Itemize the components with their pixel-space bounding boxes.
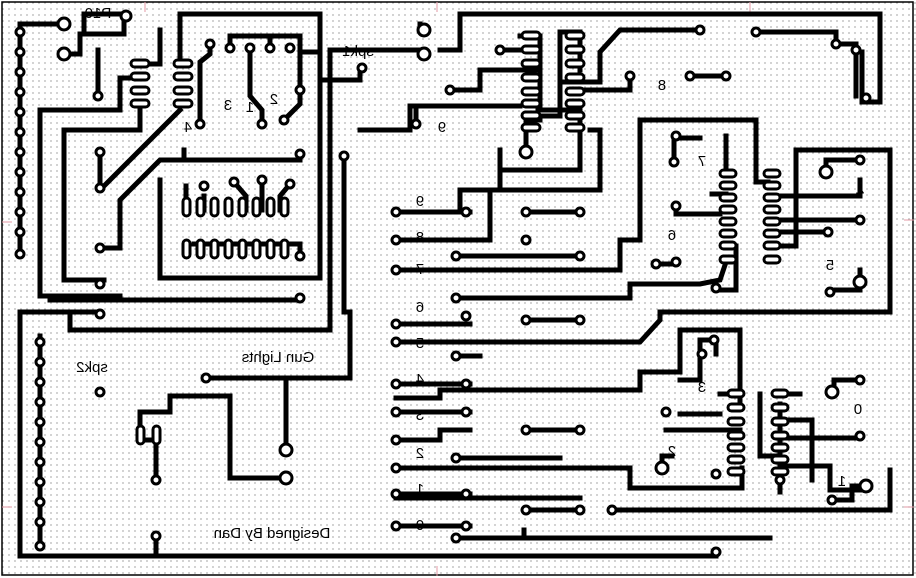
label-u4-0: 0 [854, 401, 862, 418]
label-gun-lights: Gun Lights [242, 349, 315, 366]
label-row-8: 8 [416, 229, 424, 246]
copper-traces [17, 11, 893, 559]
label-designed-by: Designed By Dan [214, 525, 331, 542]
label-row-4: 4 [416, 371, 424, 388]
pads [14, 9, 874, 558]
label-u1-2: 2 [270, 91, 278, 108]
label-top-8: 8 [658, 77, 666, 94]
label-top-9: 9 [438, 119, 446, 136]
label-spk1: spk1 [342, 43, 374, 60]
label-row-3: 3 [416, 407, 424, 424]
label-row-7: 7 [416, 261, 424, 278]
label-u4-3: 3 [698, 379, 706, 396]
label-u1-4: 4 [184, 119, 192, 136]
label-row-9: 9 [416, 193, 424, 210]
label-row-6: 6 [416, 299, 424, 316]
label-u3-5: 5 [826, 257, 834, 274]
label-u4-2: 2 [668, 443, 676, 460]
silkscreen-labels: P10 spk1 spk2 Gun Lights Designed By Dan… [76, 5, 864, 542]
label-u1-3: 3 [224, 97, 232, 114]
label-u3-4: 4 [856, 183, 864, 200]
label-u3-6: 6 [668, 227, 676, 244]
label-u4-1: 1 [838, 473, 846, 490]
label-u3-7: 7 [698, 153, 706, 170]
label-row-5: 5 [416, 335, 424, 352]
label-row-1: 1 [416, 481, 424, 498]
label-p10: P10 [85, 5, 112, 22]
label-spk2: spk2 [76, 359, 108, 376]
label-u1-1: 1 [246, 99, 254, 116]
label-row-0: 0 [416, 517, 424, 534]
label-row-2: 2 [416, 445, 424, 462]
